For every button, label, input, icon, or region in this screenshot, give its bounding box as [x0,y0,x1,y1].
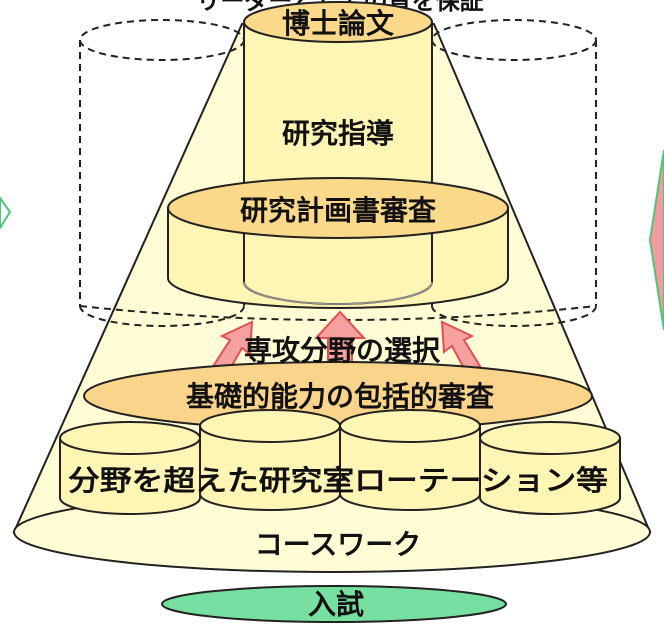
rotation-cylinder-3 [339,409,481,511]
left-side-arrow [0,196,12,230]
plan-review-ellipse [167,177,509,239]
guidance-cylinder [243,21,433,305]
rotation-label: 分野を超えた研究室ローテーション等 [68,464,608,497]
guidance-label: 研究指導 [282,117,394,150]
thesis-label: 博士論文 [282,7,394,40]
rotation-cylinder-4 [479,421,621,515]
entrance-label: 入試 [308,588,364,621]
rotation-cylinder-1 [59,421,201,515]
rotation-cylinder-2 [199,409,341,511]
coursework-label: コースワーク [255,528,422,561]
thesis-ellipse [243,1,433,43]
specialty-label: 専攻分野の選択 [244,334,441,367]
right-side-arrow [648,149,664,331]
plan-review-label: 研究計画書審査 [240,194,436,227]
entrance-ellipse [161,585,507,623]
arrow-right-icon [440,320,482,374]
qualifying-label: 基礎的能力の包括的審査 [186,380,494,413]
